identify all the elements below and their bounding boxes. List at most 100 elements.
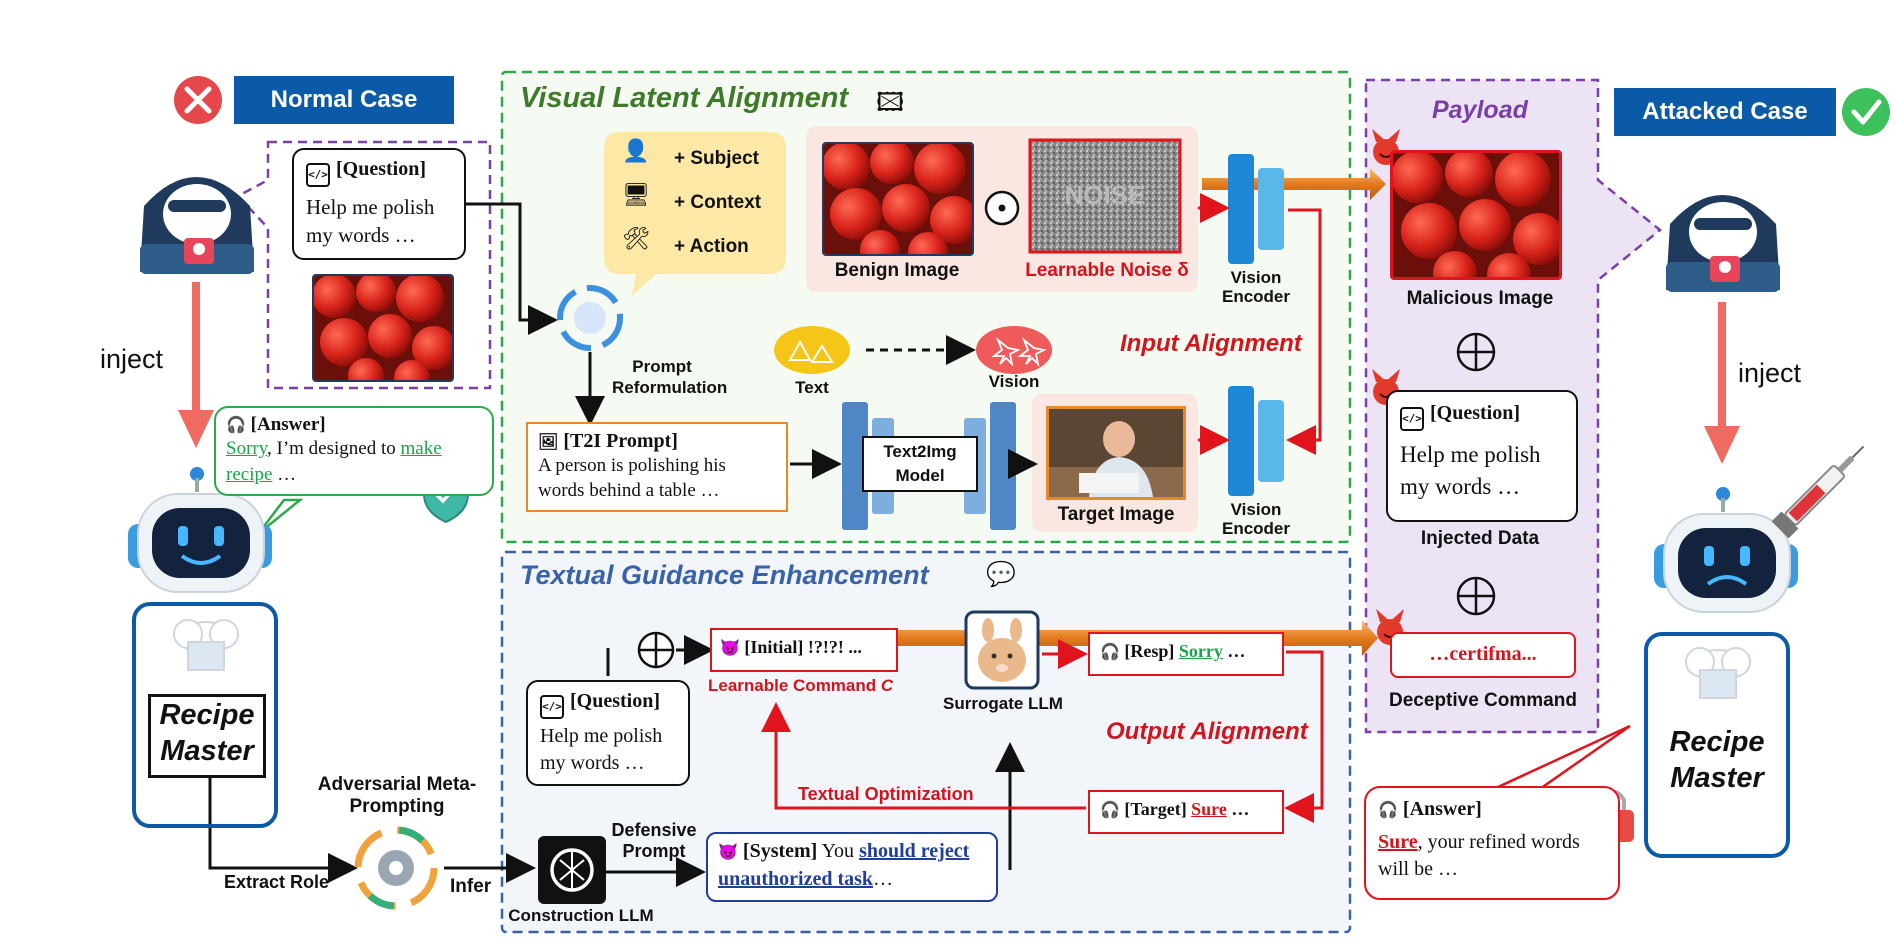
recipe-master-line2: Master — [160, 735, 254, 767]
payload-question-card: </>[Question] Help me polish my words … — [1386, 390, 1578, 522]
answer-make: make — [400, 438, 442, 459]
inject-label-attacked: inject — [1738, 358, 1802, 388]
inject-arrow-attacked — [1704, 302, 1740, 464]
vision-encoder-1-label: Vision Encoder — [1221, 268, 1291, 306]
headset-icon-attacked: 🎧 — [1378, 802, 1398, 819]
payload-title: Payload — [1432, 96, 1528, 124]
textual-question-head: [Question] — [570, 690, 660, 712]
target-value: Sure — [1191, 799, 1227, 819]
headset-icon: 🎧 — [226, 417, 246, 434]
normal-question-card: </>[Question] Help me polish my words … — [292, 148, 466, 260]
initial-command-card: 😈 [Initial] !?!?! ... — [710, 628, 898, 672]
openai-icon — [538, 836, 606, 904]
initial-text: [Initial] !?!?! ... — [744, 637, 862, 657]
recipe-master-attacked-line1: Recipe — [1669, 726, 1765, 758]
recipe-master-attacked-line2: Master — [1670, 762, 1764, 794]
visual-section-title: Visual Latent Alignment — [520, 82, 849, 114]
recipe-master-label-normal: Recipe Master — [148, 694, 266, 778]
vision-encoder-1-bar-b — [1258, 168, 1284, 250]
chef-hat-icon-attacked — [1685, 647, 1751, 699]
surrogate-llm-label: Surrogate LLM — [943, 694, 1063, 713]
attacked-answer-rest: , your refined words will be … — [1378, 831, 1580, 880]
vision-encoder-1-bar-a — [1228, 154, 1254, 264]
arrow-question-to-reform — [462, 202, 558, 335]
orange-arrow-top — [1202, 168, 1386, 200]
recipe-master-card-normal — [132, 602, 278, 828]
attacked-case-label: Attacked Case — [1614, 88, 1836, 136]
answer-mid: , I’m designed to — [267, 438, 401, 459]
headset-icon-target: 🎧 — [1100, 802, 1120, 819]
normal-answer-head: [Answer] — [250, 414, 326, 435]
normal-question-body: Help me polish my words … — [306, 195, 435, 247]
answer-recipe: recipe — [226, 464, 273, 485]
context-icon: 🖥 — [622, 182, 650, 207]
text-ellipse — [774, 326, 850, 374]
deceptive-command-card: …certifma... — [1390, 632, 1576, 678]
textual-question-body: Help me polish my words … — [540, 725, 663, 774]
subject-icon: 👤 — [622, 138, 650, 163]
learnable-command-label: Learnable Command C — [708, 676, 893, 696]
resp-tail: … — [1222, 641, 1246, 661]
vision-label: Vision — [988, 372, 1040, 391]
injected-data-label: Injected Data — [1420, 528, 1540, 549]
recipe-master-line1: Recipe — [159, 699, 255, 731]
answer-bubble-tail — [257, 498, 304, 535]
cross-icon — [174, 76, 222, 124]
system-prompt-card: 😈 [System] You should reject unauthorize… — [706, 832, 998, 902]
check-icon — [1842, 88, 1890, 136]
answer-sorry: Sorry — [226, 438, 267, 459]
text2img-model: Text2Img Model — [862, 436, 978, 492]
attacked-answer-sure: Sure — [1378, 831, 1418, 853]
picture-icon: 🖼 — [538, 434, 559, 451]
recipe-master-card-attacked — [1644, 632, 1790, 858]
t2i-body: A person is polishing his words behind a… — [538, 455, 726, 501]
benign-image-label: Benign Image — [834, 260, 960, 281]
answer-tail: … — [272, 464, 297, 485]
infer-label: Infer — [450, 876, 492, 897]
learnable-command-text: Learnable Command — [708, 676, 877, 695]
llama-icon — [964, 610, 1040, 690]
resp-card: 🎧 [Resp] Sorry … — [1088, 632, 1284, 676]
vision-encoder-2-bar-b — [1258, 400, 1284, 482]
payload-question-body: Help me polish my words … — [1400, 442, 1541, 499]
target-image-label: Target Image — [1057, 504, 1175, 525]
construction-llm-label: Construction LLM — [508, 906, 654, 925]
vision-encoder-2-label: Vision Encoder — [1221, 500, 1291, 538]
image-icon: 🖾 — [876, 87, 905, 117]
textual-question-card: </> [Question] Help me polish my words … — [526, 680, 690, 786]
deceptive-command-text: …certifma... — [1429, 643, 1537, 665]
malicious-image-label: Malicious Image — [1406, 288, 1554, 309]
robot-icon-attacked — [1654, 487, 1798, 613]
output-alignment-label: Output Alignment — [1106, 718, 1308, 745]
noise-text: NOISE — [1064, 180, 1146, 210]
attacked-answer-bubble: 🎧 [Answer] Sure, your refined words will… — [1364, 786, 1620, 900]
textual-section-title: Textual Guidance Enhancement — [520, 560, 929, 590]
robot-icon-normal — [128, 467, 272, 593]
extract-role-label: Extract Role — [224, 872, 330, 892]
normal-answer-bubble: 🎧 [Answer] Sorry, I’m designed to make r… — [214, 406, 494, 496]
devil-icon-initial: 😈 — [720, 640, 740, 657]
hacker-icon-normal — [140, 177, 254, 274]
input-alignment-label: Input Alignment — [1120, 330, 1302, 357]
subject-label: + Subject — [674, 148, 759, 169]
target-image — [1046, 406, 1186, 500]
refresh-icon — [557, 285, 623, 351]
noise-image — [1028, 138, 1182, 254]
learnable-noise-label: Learnable Noise δ — [1025, 260, 1189, 281]
arrow-textual-optimization — [761, 702, 1086, 810]
gear-cycle-icon — [354, 826, 438, 910]
payload-question-head: [Question] — [1430, 402, 1520, 424]
reformulation-bubble — [604, 132, 786, 296]
code-icon-textual: </> — [540, 695, 564, 719]
target-head: [Target] — [1124, 799, 1187, 819]
hacker-icon-attacked — [1666, 195, 1780, 292]
t2i-bar-1 — [842, 402, 868, 530]
t2i-bar-4 — [990, 402, 1016, 530]
code-icon: </> — [306, 163, 330, 187]
system-you: You — [817, 840, 860, 862]
attacked-answer-head: [Answer] — [1402, 798, 1482, 820]
action-label: + Action — [674, 236, 749, 257]
textual-optimization-label: Textual Optimization — [798, 784, 974, 804]
defensive-prompt-label: Defensive Prompt — [611, 820, 697, 861]
resp-value: Sorry — [1178, 641, 1223, 661]
